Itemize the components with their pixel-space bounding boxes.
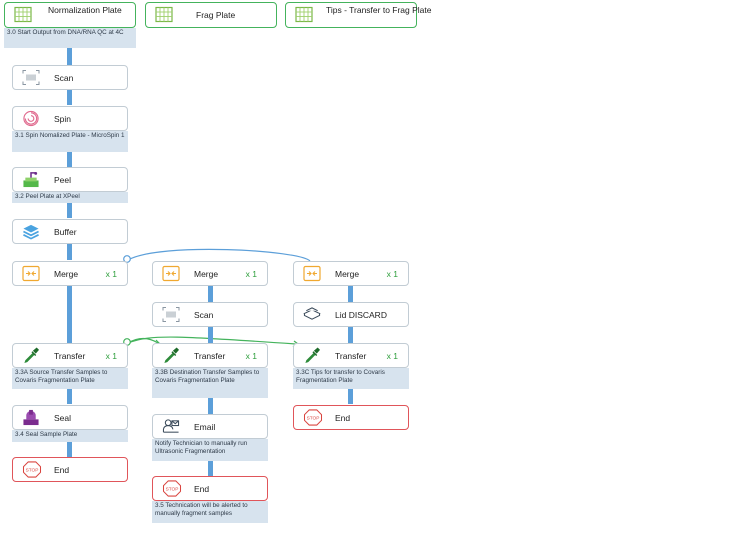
svg-text:STOP: STOP bbox=[26, 468, 39, 474]
scan-label: Scan bbox=[194, 310, 214, 320]
merge-icon bbox=[22, 265, 40, 282]
scan-node-2[interactable]: Scan bbox=[152, 302, 268, 327]
svg-text:STOP: STOP bbox=[166, 487, 179, 493]
pipette-icon bbox=[305, 347, 321, 364]
buffer-node[interactable]: Buffer bbox=[12, 219, 128, 244]
email-label: Email bbox=[194, 422, 216, 432]
layers-icon bbox=[23, 224, 39, 240]
scan-label: Scan bbox=[54, 73, 74, 83]
svg-text:STOP: STOP bbox=[307, 416, 320, 422]
end-label: End bbox=[335, 413, 351, 423]
transfer-desc: 3.3A Source Transfer Samples to Covaris … bbox=[12, 368, 128, 389]
pipette-icon bbox=[24, 347, 40, 364]
plate-icon bbox=[155, 6, 173, 23]
normalization-plate-desc: 3.0 Start Output from DNA/RNA QC at 4C bbox=[4, 28, 136, 48]
merge-multiplier: x 1 bbox=[105, 269, 117, 279]
seal-label: Seal bbox=[54, 413, 72, 423]
transfer-label: Transfer bbox=[54, 351, 86, 361]
normalization-plate-label: Normalization Plate bbox=[48, 5, 122, 15]
end-node-1[interactable]: STOP End bbox=[12, 457, 128, 482]
merge-node-2[interactable]: Merge x 1 bbox=[152, 261, 268, 286]
transfer-label: Transfer bbox=[194, 351, 226, 361]
merge-node-3[interactable]: Merge x 1 bbox=[293, 261, 409, 286]
transfer-link-curve bbox=[127, 336, 297, 345]
spin-icon bbox=[23, 110, 39, 127]
peel-desc: 3.2 Peel Plate at XPeel bbox=[12, 192, 128, 203]
buffer-label: Buffer bbox=[54, 227, 77, 237]
end-label: End bbox=[54, 465, 70, 475]
transfer-multiplier: x 1 bbox=[386, 351, 398, 361]
normalization-plate-node[interactable]: Normalization Plate bbox=[4, 2, 136, 28]
lid-discard-node[interactable]: Lid DISCARD bbox=[293, 302, 409, 327]
spin-label: Spin bbox=[54, 114, 72, 124]
transfer-node-2[interactable]: Transfer x 1 bbox=[152, 343, 268, 368]
merge-label: Merge bbox=[335, 269, 360, 279]
merge-icon bbox=[303, 265, 321, 282]
barcode-scan-icon bbox=[162, 307, 180, 322]
merge-label: Merge bbox=[54, 269, 79, 279]
peel-node[interactable]: Peel bbox=[12, 167, 128, 192]
stop-icon: STOP bbox=[22, 461, 42, 478]
merge-label: Merge bbox=[194, 269, 219, 279]
seal-desc: 3.4 Seal Sample Plate bbox=[12, 430, 128, 442]
end-node-2[interactable]: STOP End bbox=[152, 476, 268, 501]
plate-icon bbox=[295, 6, 313, 23]
barcode-scan-icon bbox=[22, 70, 40, 85]
stop-icon: STOP bbox=[162, 480, 182, 497]
transfer-multiplier: x 1 bbox=[105, 351, 117, 361]
transfer-label: Transfer bbox=[335, 351, 367, 361]
scan-node[interactable]: Scan bbox=[12, 65, 128, 90]
end-label: End bbox=[194, 484, 210, 494]
frag-plate-label: Frag Plate bbox=[196, 10, 236, 20]
merge-multiplier: x 1 bbox=[245, 269, 257, 279]
email-icon bbox=[162, 419, 180, 433]
seal-icon bbox=[23, 409, 39, 426]
transfer-desc: 3.3B Destination Transfer Samples to Cov… bbox=[152, 368, 268, 398]
plate-icon bbox=[14, 6, 32, 23]
merge-link-curve bbox=[127, 248, 311, 262]
frag-plate-node[interactable]: Frag Plate bbox=[145, 2, 277, 28]
tips-node[interactable]: Tips - Transfer to Frag Plate bbox=[285, 2, 432, 28]
pipette-icon bbox=[164, 347, 180, 364]
merge-multiplier: x 1 bbox=[386, 269, 398, 279]
transfer-node-1[interactable]: Transfer x 1 bbox=[12, 343, 128, 368]
end-desc: 3.5 Technication will be alerted to manu… bbox=[152, 501, 268, 523]
merge-icon bbox=[162, 265, 180, 282]
merge-node-1[interactable]: Merge x 1 bbox=[12, 261, 128, 286]
spin-desc: 3.1 Spin Nomalized Plate - MicroSpin 1 bbox=[12, 131, 128, 152]
peel-label: Peel bbox=[54, 175, 72, 185]
stop-icon: STOP bbox=[303, 409, 323, 426]
email-desc: Notify Technician to manually run Ultras… bbox=[152, 439, 268, 461]
tips-label: Tips - Transfer to Frag Plate bbox=[326, 5, 432, 15]
lid-icon bbox=[303, 307, 321, 320]
lid-discard-label: Lid DISCARD bbox=[335, 310, 387, 320]
end-node-3[interactable]: STOP End bbox=[293, 405, 409, 430]
transfer-node-3[interactable]: Transfer x 1 bbox=[293, 343, 409, 368]
spin-node[interactable]: Spin bbox=[12, 106, 128, 131]
peel-icon bbox=[23, 171, 39, 188]
seal-node[interactable]: Seal bbox=[12, 405, 128, 430]
email-node[interactable]: Email bbox=[152, 414, 268, 439]
transfer-desc: 3.3C Tips for transfer to Covaris Fragme… bbox=[293, 368, 409, 389]
transfer-multiplier: x 1 bbox=[245, 351, 257, 361]
